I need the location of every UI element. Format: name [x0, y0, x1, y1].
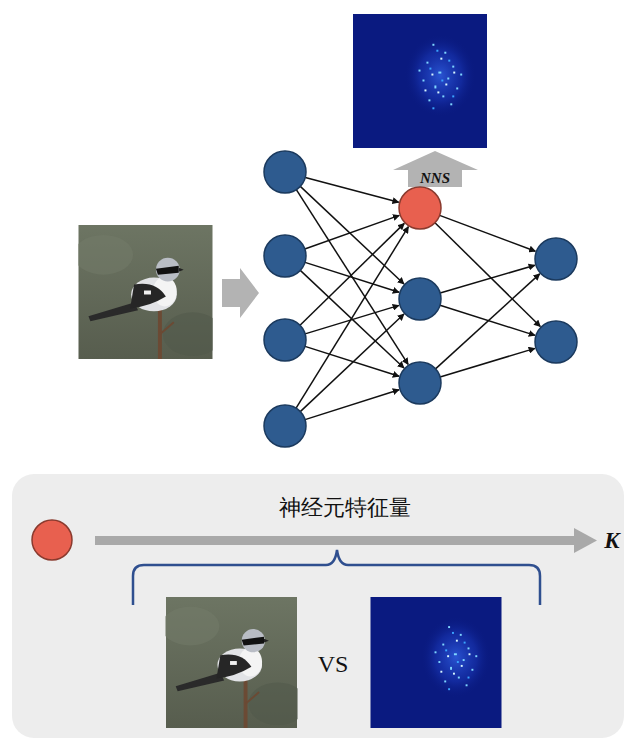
- network-connection: [435, 223, 540, 327]
- selected-neuron: [399, 187, 441, 229]
- method-label: NNS: [420, 170, 450, 187]
- network-connection: [300, 223, 404, 325]
- neuron-circle: [32, 520, 72, 560]
- network-connection: [300, 186, 404, 284]
- network-connection: [305, 177, 398, 202]
- network-connection: [296, 190, 408, 365]
- input-arrow: [222, 268, 259, 318]
- network-connection: [440, 265, 535, 293]
- neuron: [399, 278, 441, 320]
- bird-photo: [161, 597, 307, 728]
- network-connection: [440, 305, 535, 335]
- neuron: [535, 321, 577, 363]
- bird-photo: [74, 225, 223, 359]
- neuron: [399, 362, 441, 404]
- axis-end-label: K: [604, 528, 619, 553]
- network-connection: [300, 314, 404, 412]
- neural-network: [264, 151, 577, 447]
- neuron: [264, 405, 306, 447]
- neuron: [264, 235, 306, 277]
- network-connection: [440, 215, 536, 251]
- network-connection: [305, 305, 399, 334]
- neuron: [535, 238, 577, 280]
- network-connection: [440, 348, 535, 377]
- panel-background: [12, 474, 624, 738]
- heatmap-image: [353, 14, 487, 148]
- network-connection: [296, 227, 408, 408]
- neuron: [264, 151, 306, 193]
- network-connection: [436, 274, 540, 369]
- axis-title: 神经元特征量: [279, 496, 411, 520]
- axis-arrow-line: [95, 536, 575, 545]
- nns-arrow: [393, 151, 478, 187]
- network-connection: [300, 270, 404, 368]
- heatmap-image: [371, 597, 502, 728]
- axis-arrow-head: [574, 528, 597, 553]
- bracket: [133, 550, 540, 605]
- network-connection: [305, 390, 399, 420]
- comparison-label: VS: [318, 651, 349, 677]
- neuron: [264, 319, 306, 361]
- network-connection: [305, 215, 399, 249]
